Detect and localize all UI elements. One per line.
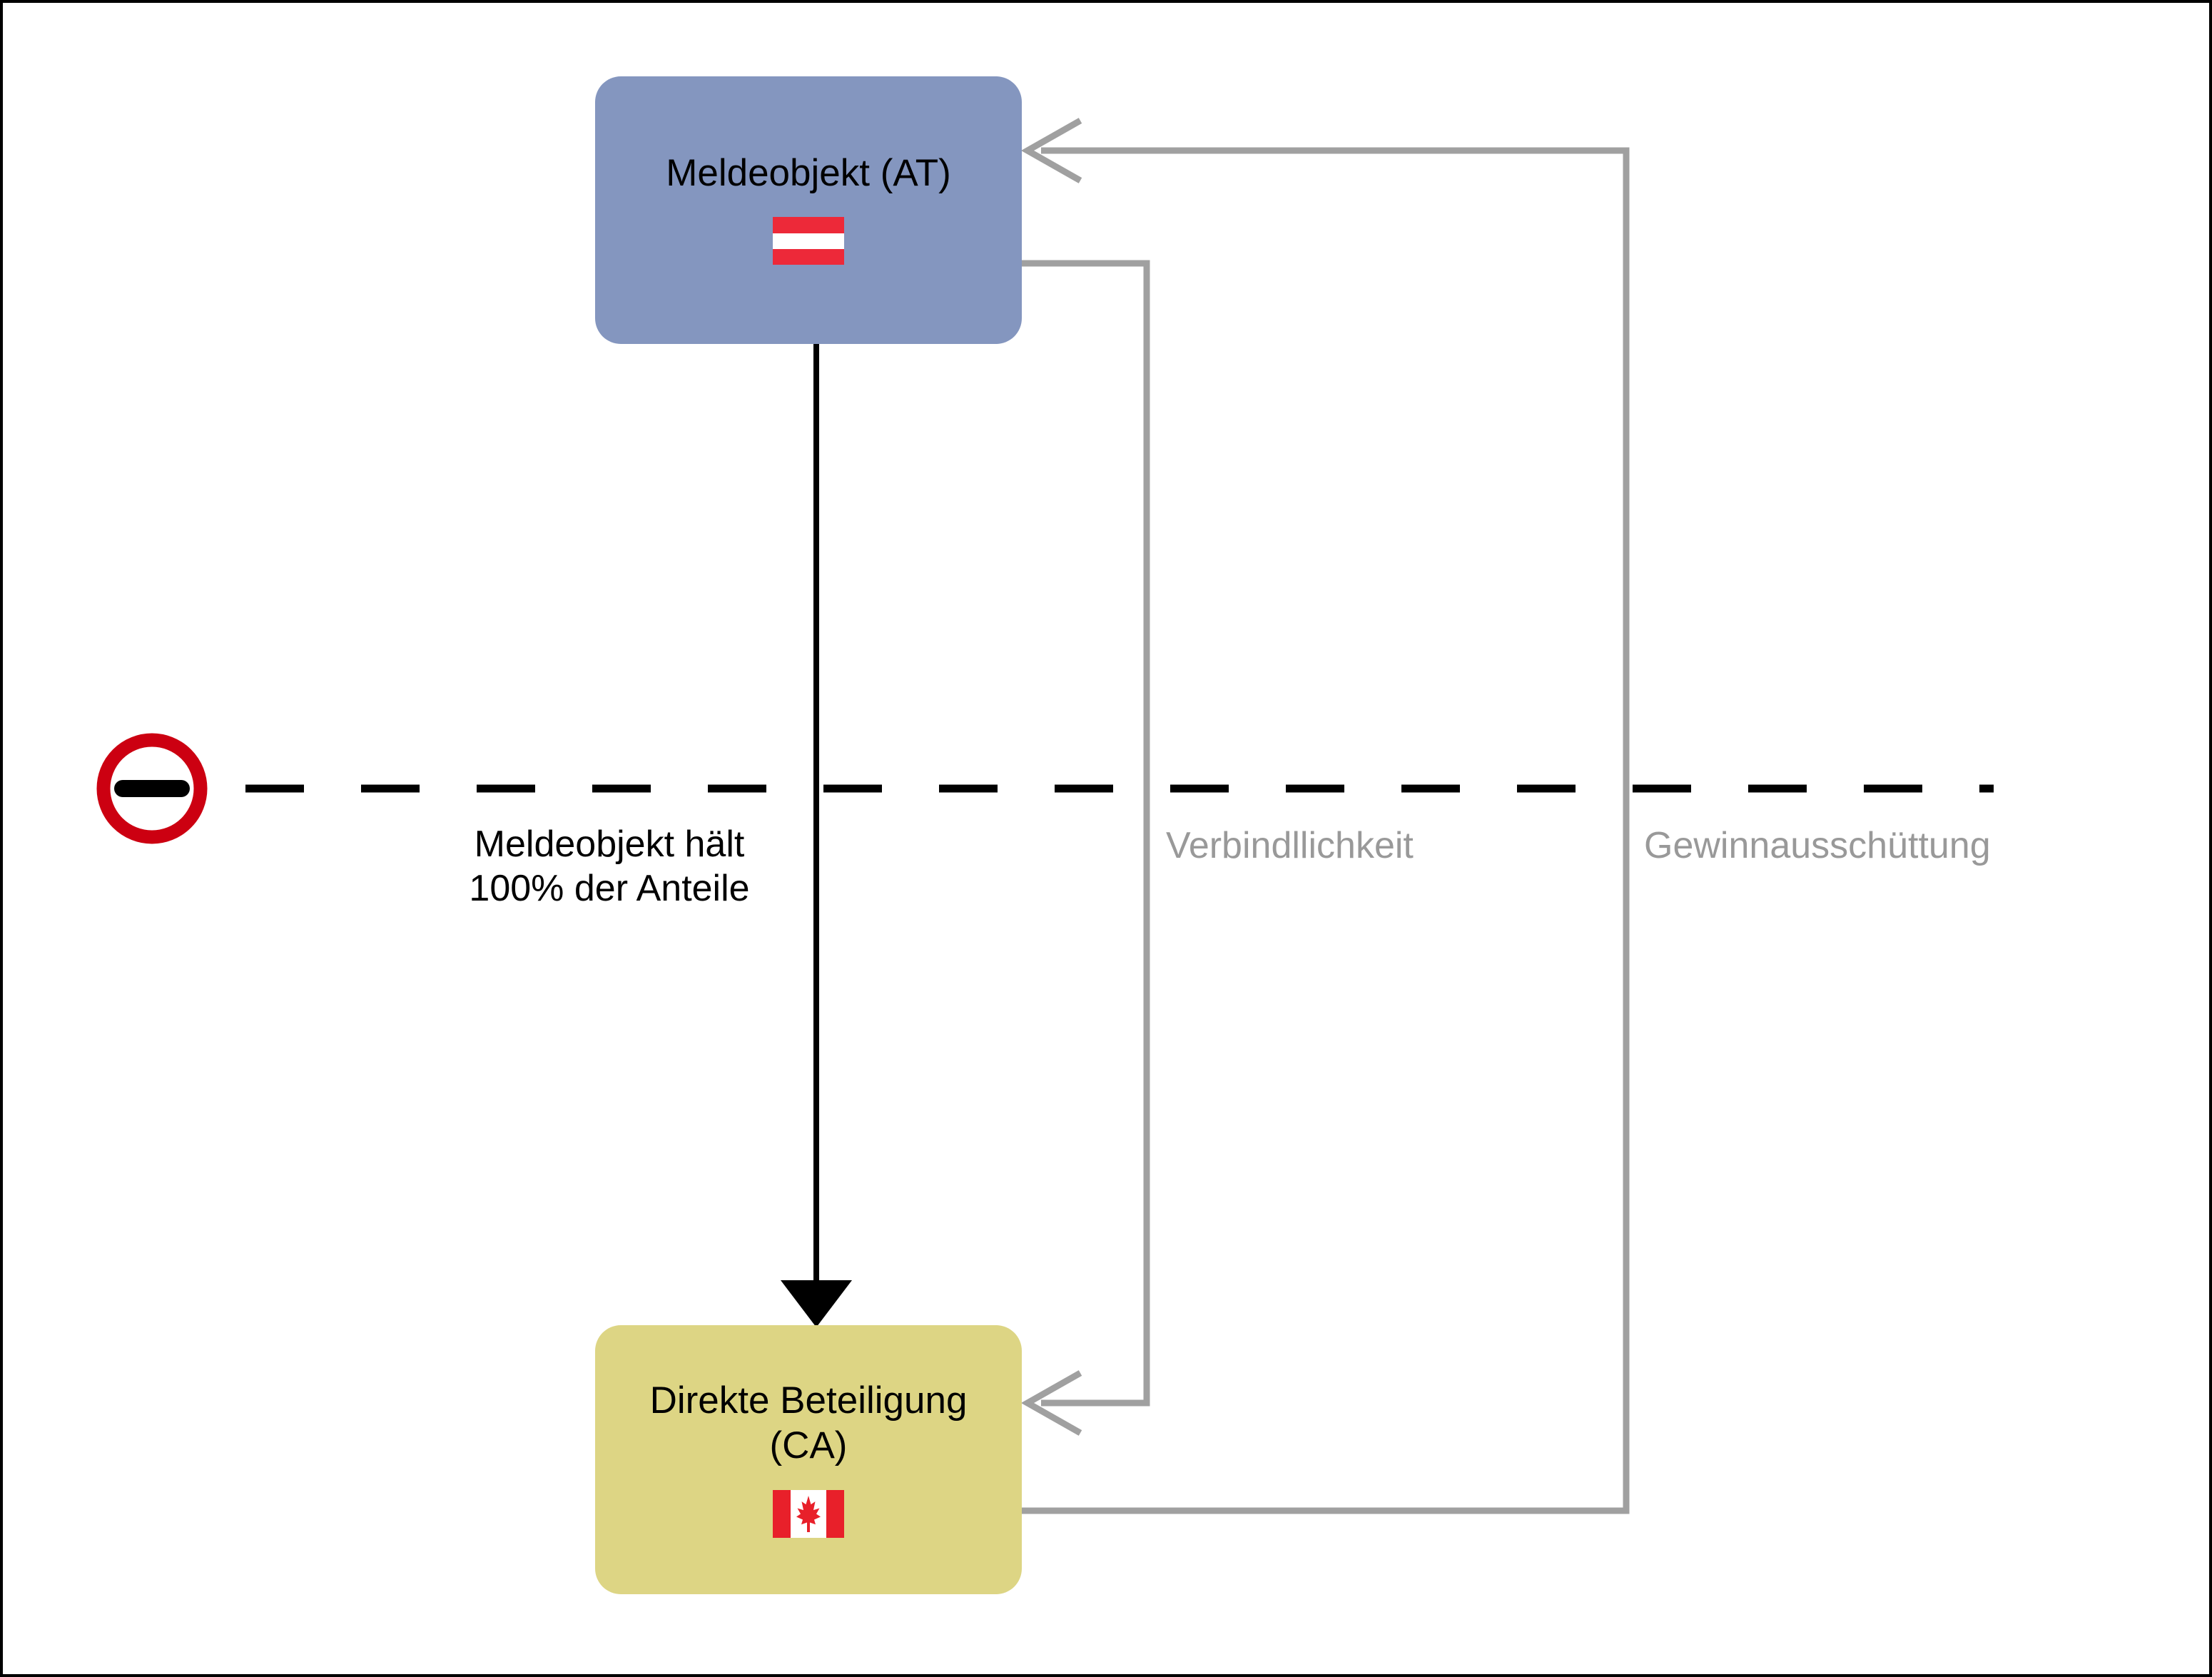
maple-leaf-icon (796, 1495, 821, 1532)
edge-verbindlichkeit-path (1022, 260, 1150, 1407)
edge-gewinnausschuettung-path (1022, 147, 1630, 1514)
edge-ownership-label: Meldeobjekt hält 100% der Anteile (469, 824, 750, 910)
edge-gewinnausschuettung-arrowhead (1020, 118, 1082, 183)
node-beteiligung-label: Direkte Beteiligung (CA) (649, 1379, 968, 1466)
no-entry-bar (114, 780, 190, 797)
connector-layer (245, 118, 1994, 1514)
edge-verbindlichkeit-arrowhead (1020, 1370, 1082, 1436)
edge-gewinnausschuettung-label: Gewinnausschüttung (1644, 825, 1991, 866)
node-direkte-beteiligung-ca[interactable]: Direkte Beteiligung (CA) (595, 1325, 1022, 1594)
no-entry-icon (96, 733, 208, 844)
edge-gewinnausschuettung (1020, 118, 1630, 1514)
edge-ownership-arrowhead (781, 1280, 852, 1327)
edge-ownership (781, 344, 852, 1327)
flag-canada-icon (773, 1489, 844, 1538)
edge-verbindlichkeit (1020, 260, 1150, 1436)
node-meldeobjekt-label: Meldeobjekt (AT) (666, 151, 951, 194)
edge-verbindlichkeit-label: Verbindllichkeit (1166, 825, 1414, 866)
no-entry-ring (96, 733, 208, 844)
node-meldeobjekt-at[interactable]: Meldeobjekt (AT) (595, 76, 1022, 344)
flag-austria-icon (773, 217, 844, 265)
